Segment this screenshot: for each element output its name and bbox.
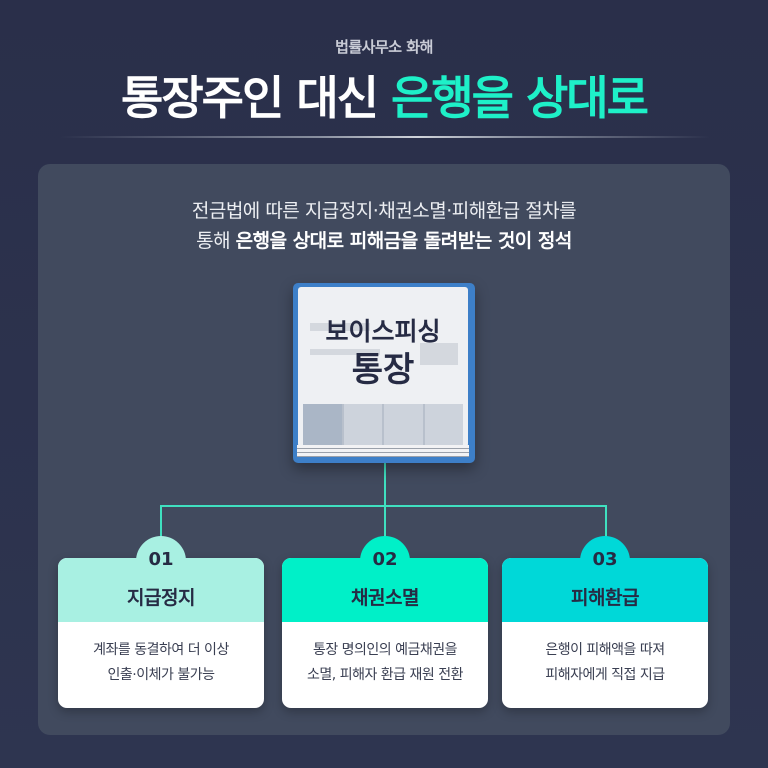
decor-bar [310, 349, 380, 355]
step-number: 01 [148, 549, 174, 570]
step-title: 피해환급 [571, 587, 639, 609]
step-title: 지급정지 [127, 587, 195, 609]
connector-line [605, 505, 607, 537]
intro-emphasis: 은행을 상대로 피해금을 돌려받는 것이 정석 [235, 230, 573, 252]
connector-line [384, 463, 386, 507]
step-title: 채권소멸 [351, 587, 419, 609]
page-title: 통장주인 대신 은행을 상대로 [0, 62, 768, 128]
bankbook-label-1: 보이스피싱 [325, 317, 441, 346]
step-header [502, 558, 708, 622]
decor-bar [420, 343, 458, 365]
connector-line [160, 505, 607, 507]
bankbook-table [303, 404, 463, 452]
brand-name: 법률사무소 화해 [335, 38, 433, 56]
step-header [58, 558, 264, 622]
desc-line: 은행이 피해액을 따져 [545, 642, 665, 658]
intro-line-2: 통해 은행을 상대로 피해금을 돌려받는 것이 정석 [0, 226, 768, 256]
intro-text: 전금법에 따른 지급정지·채권소멸·피해환급 절차를 통해 은행을 상대로 피해… [0, 196, 768, 256]
title-accent: 은행을 상대로 [391, 71, 649, 125]
decor-bar [310, 323, 370, 331]
intro-line-1: 전금법에 따른 지급정지·채권소멸·피해환급 절차를 [191, 200, 577, 222]
step-number: 02 [372, 549, 398, 570]
bankbook-label-2: 통장 [351, 350, 415, 390]
connector-line [384, 505, 386, 537]
step-header [282, 558, 488, 622]
bankbook-pages-edge [297, 445, 469, 457]
desc-line: 계좌를 동결하여 더 이상 [93, 642, 229, 658]
bankbook-page: 보이스피싱 통장 [298, 287, 468, 452]
title-main: 통장주인 대신 [121, 71, 391, 125]
desc-line: 소멸, 피해자 환급 재원 전환 [307, 667, 463, 683]
divider [60, 136, 710, 138]
step-number: 03 [592, 549, 618, 570]
desc-line: 인출·이체가 불가능 [107, 667, 215, 683]
desc-line: 통장 명의인의 예금채권을 [312, 642, 458, 658]
connector-line [160, 505, 162, 537]
desc-line: 피해자에게 직접 지급 [545, 667, 665, 683]
intro-prefix: 통해 [196, 230, 236, 252]
bankbook-illustration: 보이스피싱 통장 [293, 283, 475, 463]
